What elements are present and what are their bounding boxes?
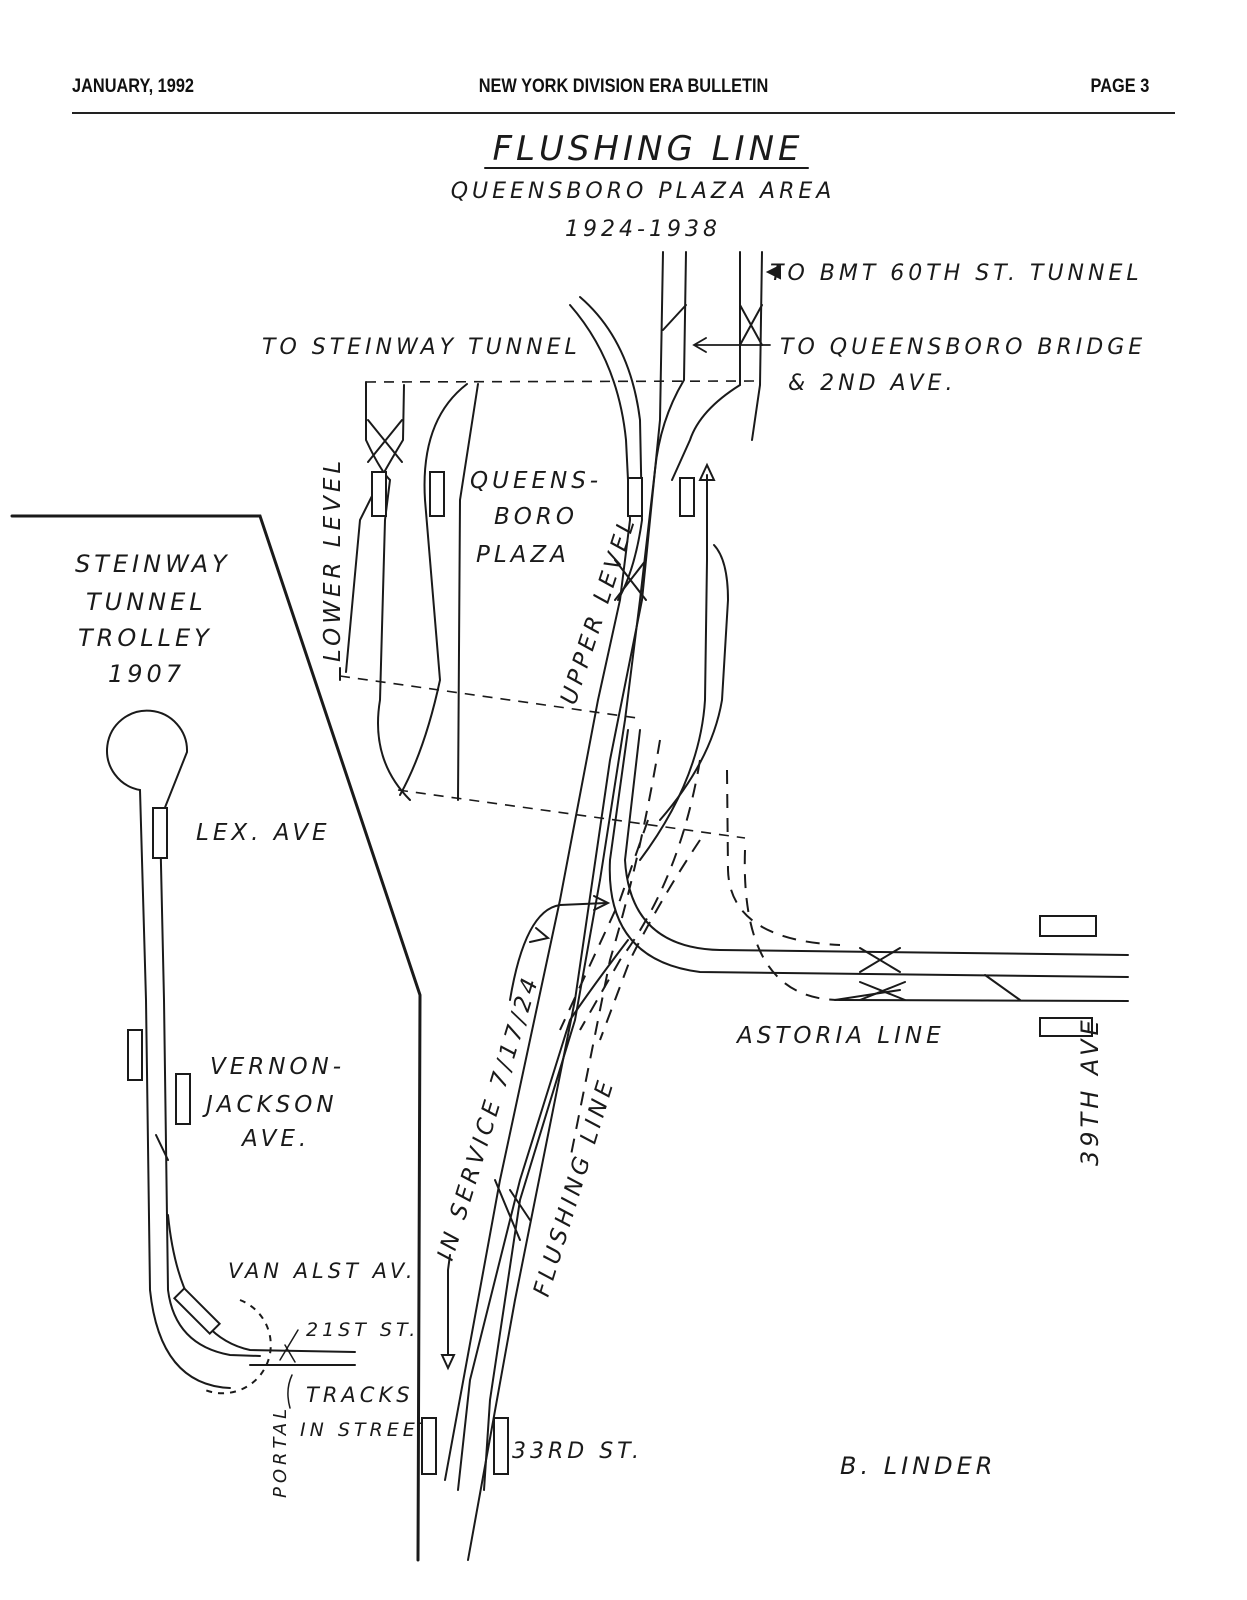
platform-qp-upper-1 xyxy=(627,477,643,517)
platform-39th-2 xyxy=(1039,1017,1093,1037)
dashed-track-5 xyxy=(599,839,701,1041)
label-van-alst: VAN ALST AV. xyxy=(228,1259,417,1283)
upper-crossover xyxy=(614,559,647,601)
label-lower-level: LOWER LEVEL xyxy=(320,457,346,662)
header-page-number: PAGE 3 xyxy=(1090,76,1149,97)
label-21st-st: 21ST ST. xyxy=(306,1319,419,1341)
in-service-arrow-2 xyxy=(529,927,551,943)
lower-level-track-4 xyxy=(457,383,479,801)
platform-vernon-1 xyxy=(127,1029,143,1081)
platform-van-alst xyxy=(172,1286,222,1336)
flushing-main-track-1 xyxy=(467,251,664,1561)
tunnel-portal-arc xyxy=(204,1299,272,1395)
bmt-crossover xyxy=(739,304,763,346)
dashed-track-4 xyxy=(743,849,841,1001)
down-arrowhead xyxy=(440,1354,456,1371)
in-service-arrowhead xyxy=(593,895,611,911)
platform-qp-lower-2 xyxy=(429,471,445,517)
label-trolley-1: STEINWAY xyxy=(75,550,231,578)
label-qp-1: QUEENS- xyxy=(470,468,602,494)
flushing-crossover xyxy=(494,1179,531,1241)
steinway-curve-1 xyxy=(444,304,632,1481)
stub-track-arrow xyxy=(639,474,708,861)
21st-pointer xyxy=(279,1329,299,1361)
in-service-connector xyxy=(509,902,607,1001)
platform-39th-1 xyxy=(1039,915,1097,937)
label-trolley-4: 1907 xyxy=(108,660,185,688)
trolley-track-outer xyxy=(139,789,231,1389)
label-bmt-tunnel: TO BMT 60TH ST. TUNNEL xyxy=(770,261,1143,286)
diagram-subtitle: QUEENSBORO PLAZA AREA xyxy=(451,179,836,204)
label-qb-bridge-2: & 2ND AVE. xyxy=(788,371,956,396)
lower-level-track-1 xyxy=(365,391,411,801)
lower-level-track-3 xyxy=(399,383,468,796)
qb-crossover xyxy=(662,304,687,331)
stub-arrowhead xyxy=(698,462,716,481)
platform-33rd-2 xyxy=(493,1417,509,1475)
trolley-loop xyxy=(106,709,261,1357)
platform-lex-ave xyxy=(152,807,168,859)
label-in-service: IN SERVICE 7/17/24 xyxy=(433,972,545,1264)
label-astoria-line: ASTORIA LINE xyxy=(735,1023,945,1049)
label-qp-3: PLAZA xyxy=(476,542,570,568)
diagram-years: 1924-1938 xyxy=(565,217,721,242)
flushing-main-track-2 xyxy=(599,251,687,881)
fence-middle xyxy=(339,675,638,719)
qb-pointer xyxy=(692,337,771,353)
astoria-stub xyxy=(834,989,901,1001)
fence-top xyxy=(365,380,755,383)
label-vernon-3: AVE. xyxy=(240,1126,310,1152)
platform-qp-lower-1 xyxy=(371,471,387,517)
header-publication: NEW YORK DIVISION ERA BULLETIN xyxy=(478,76,769,97)
dashed-track-2 xyxy=(579,759,701,1031)
diagram-title: FLUSHING LINE xyxy=(492,129,803,169)
bmt-pointer xyxy=(765,264,781,280)
label-author: B. LINDER xyxy=(840,1452,996,1480)
label-39th-ave: 39TH AVE xyxy=(1076,1016,1104,1166)
label-lex-ave: LEX. AVE xyxy=(196,820,331,846)
trolley-spur xyxy=(155,1134,169,1161)
label-portal: PORTAL xyxy=(270,1405,291,1498)
dashed-track-1 xyxy=(569,739,661,1161)
astoria-track-3 xyxy=(839,999,1129,1002)
lower-crossover xyxy=(367,419,403,463)
label-tracks-2: IN STREET xyxy=(300,1419,434,1441)
astoria-crossover xyxy=(859,947,1021,1001)
label-qp-2: BORO xyxy=(494,504,578,530)
bmt-track-2 xyxy=(751,251,763,441)
label-vernon-1: VERNON- xyxy=(210,1054,345,1080)
astoria-track-2 xyxy=(623,729,1129,956)
header-rule xyxy=(72,112,1175,114)
label-trolley-2: TUNNEL xyxy=(86,588,207,616)
dashed-track-3 xyxy=(726,769,841,946)
portal-pointer xyxy=(284,1344,296,1409)
stub-track-2 xyxy=(659,544,730,821)
astoria-track-1 xyxy=(608,729,1129,978)
label-trolley-3: TROLLEY xyxy=(78,624,213,652)
flushing-track-3 xyxy=(483,879,601,1491)
bmt-track-1 xyxy=(671,251,741,481)
label-steinway-tunnel: TO STEINWAY TUNNEL xyxy=(262,335,581,360)
boundary-wall xyxy=(10,514,422,1562)
flushing-track-4 xyxy=(457,939,629,1491)
platform-vernon-2 xyxy=(175,1073,191,1125)
label-vernon-2: JACKSON xyxy=(202,1092,338,1118)
label-qb-bridge-1: TO QUEENSBORO BRIDGE xyxy=(780,335,1146,360)
down-arrow-track xyxy=(447,1254,451,1356)
fence-bottom xyxy=(397,789,746,839)
label-tracks-1: TRACKS xyxy=(306,1383,414,1407)
platform-qp-upper-2 xyxy=(679,477,695,517)
header-date: JANUARY, 1992 xyxy=(72,76,195,97)
platform-33rd-1 xyxy=(421,1417,437,1475)
label-33rd-st: 33RD ST. xyxy=(512,1439,643,1464)
